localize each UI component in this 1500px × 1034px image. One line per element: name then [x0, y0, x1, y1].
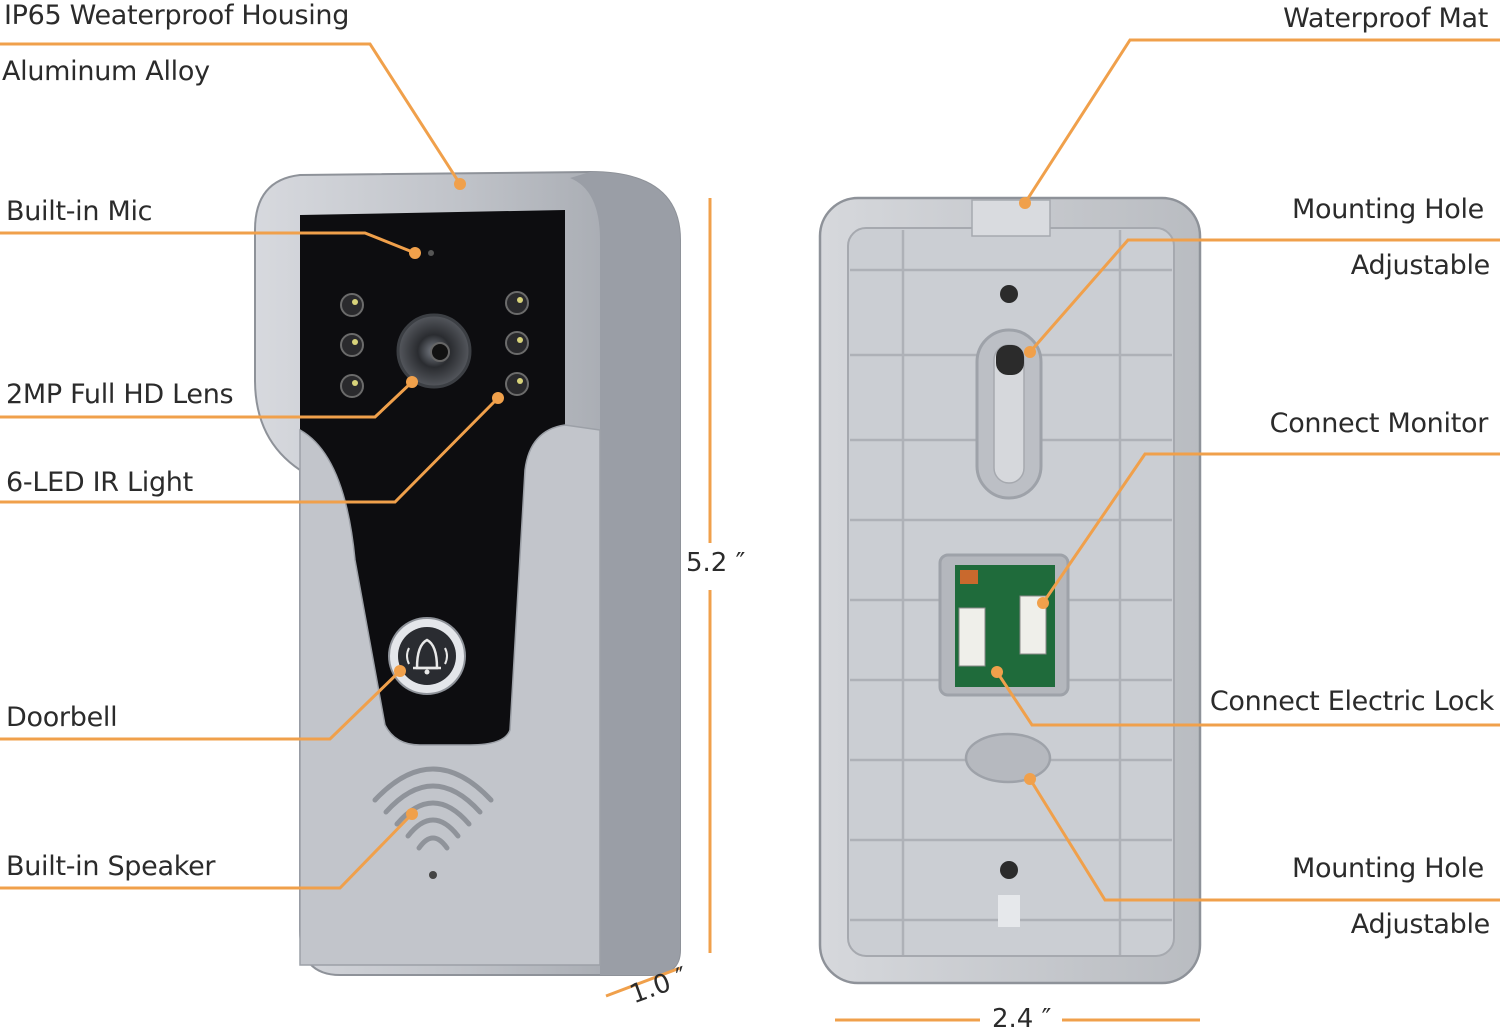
dimension-height: 5.2 ″ [686, 548, 746, 578]
label-mic: Built-in Mic [6, 196, 153, 227]
label-adjust-top: Adjustable [1350, 250, 1491, 281]
label-adjust-bottom: Adjustable [1350, 909, 1491, 940]
label-mount-top: Mounting Hole [1292, 194, 1484, 225]
mounting-hole-bottom [1000, 861, 1018, 879]
label-doorbell: Doorbell [6, 702, 118, 733]
dimension-width: 2.4 ″ [992, 1004, 1052, 1034]
label-ir: 6-LED IR Light [6, 467, 193, 498]
face-panel [300, 210, 565, 745]
label-mount-bottom: Mounting Hole [1292, 853, 1484, 884]
mounting-hole-top [1000, 285, 1018, 303]
camera-lens-icon [396, 313, 472, 389]
label-alloy: Aluminum Alloy [2, 56, 210, 87]
housing-side [570, 172, 680, 975]
speaker-grille-icon [372, 766, 494, 851]
callout-lines [0, 38, 1500, 902]
ir-led-icon [340, 291, 529, 398]
back-plate [818, 196, 1202, 985]
bell-icon [388, 617, 466, 695]
label-housing: IP65 Weaterproof Housing [4, 0, 350, 31]
label-mat: Waterproof Mat [1283, 3, 1488, 34]
mic-hole [428, 250, 434, 256]
callout-dots [394, 178, 1049, 820]
label-speaker: Built-in Speaker [6, 851, 216, 882]
housing-cover [299, 424, 601, 966]
dimension-lines [605, 198, 1200, 1022]
label-lens: 2MP Full HD Lens [6, 379, 234, 410]
label-monitor: Connect Monitor [1269, 408, 1489, 439]
label-lock: Connect Electric Lock [1209, 686, 1494, 717]
doorbell-device [254, 170, 681, 976]
